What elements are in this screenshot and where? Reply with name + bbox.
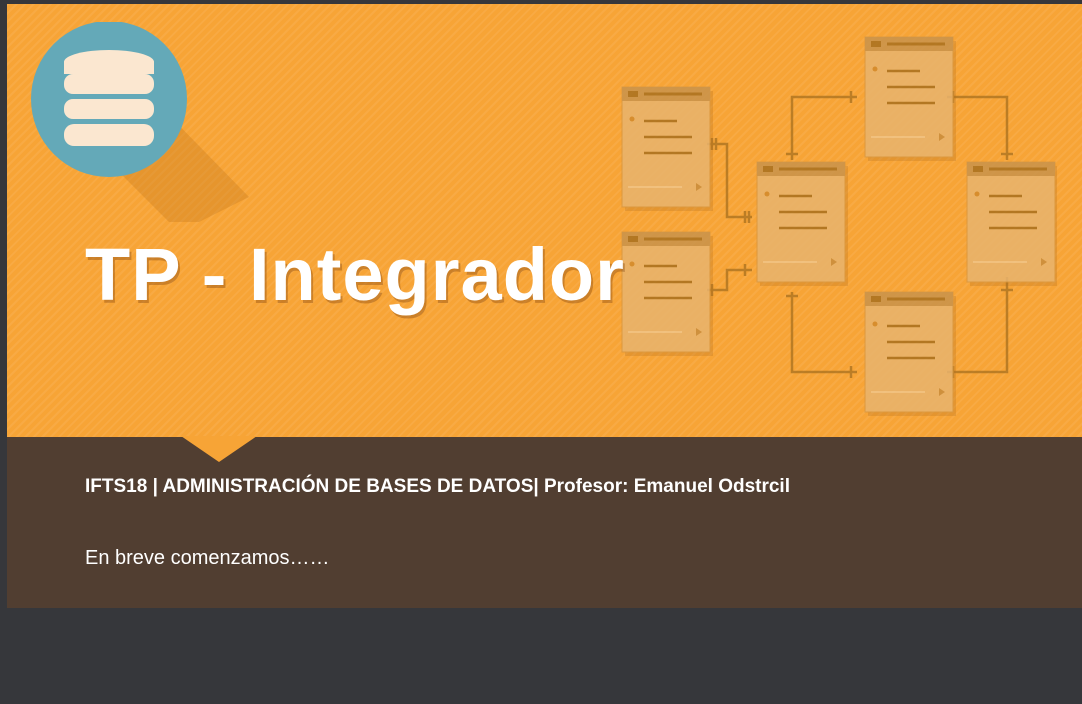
entity-relationship-diagram [621,36,1057,416]
diagram-table-card [756,161,848,286]
professor-name: Profesor: Emanuel Odstrcil [543,476,790,497]
separator: | [533,476,544,497]
database-icon [31,22,249,222]
course-info-line: IFTS18 | ADMINISTRACIÓN DE BASES DE DATO… [85,476,790,498]
diagram-table-card [621,86,713,211]
slide: TP - Integrador IFTS18 | ADMINISTRACIÓN … [7,4,1082,608]
course-name: ADMINISTRACIÓN DE BASES DE DATOS [162,476,534,497]
institution-label: IFTS18 [85,476,148,497]
title-banner: TP - Integrador [7,4,1082,437]
diagram-table-card [966,161,1057,286]
banner-pointer [181,436,257,462]
separator: | [147,476,163,497]
diagram-table-card [864,36,956,161]
slide-title: TP - Integrador [85,233,625,316]
diagram-table-card [621,231,713,356]
diagram-table-card [864,291,956,416]
status-message: En breve comenzamos…… [85,547,330,569]
